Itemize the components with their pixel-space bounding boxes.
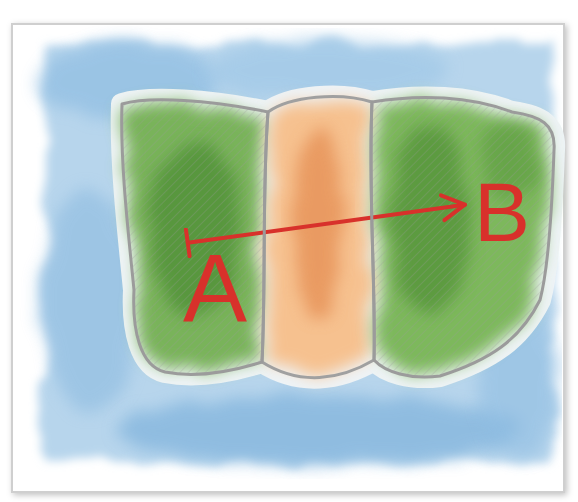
route-arrow <box>188 205 465 243</box>
map-region: B <box>366 90 560 384</box>
middle-land <box>266 100 370 372</box>
water <box>40 40 560 465</box>
paper-card <box>12 24 564 492</box>
hatching <box>122 97 554 377</box>
land-halo <box>122 97 554 378</box>
region-outline <box>366 90 560 384</box>
region-outline <box>116 92 272 382</box>
region-outline <box>262 97 374 378</box>
point-letter: A <box>183 240 247 336</box>
region-border <box>371 97 554 377</box>
region-border <box>122 100 268 375</box>
map-region: A <box>116 92 272 382</box>
point-letter: B <box>474 170 530 254</box>
